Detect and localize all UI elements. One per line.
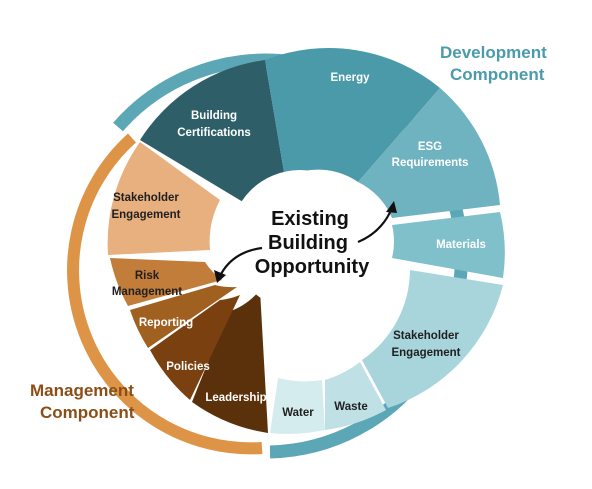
wedge-policies[interactable] (150, 295, 240, 400)
label-stakeholder-dev-line1: Stakeholder (393, 330, 459, 342)
wedge-building-certifications[interactable] (140, 60, 285, 205)
label-energy: Energy (331, 72, 371, 84)
label-leadership: Leadership (205, 392, 266, 404)
wedge-stakeholder-engagement-mgmt[interactable] (107, 142, 220, 255)
label-building-cert-line1: Building (191, 110, 237, 122)
label-building-cert-line2: Certifications (177, 127, 251, 139)
label-esg-line2: Requirements (392, 157, 469, 169)
label-stakeholder-mgmt-line2: Engagement (111, 209, 180, 221)
wedge-leadership[interactable] (192, 290, 268, 433)
label-materials: Materials (436, 239, 486, 251)
development-component-line2: Component (450, 65, 545, 84)
center-title-line1: Existing (271, 208, 349, 230)
arrow-head-management (214, 270, 226, 283)
label-risk-line1: Risk (135, 270, 160, 282)
arrow-to-management (219, 246, 263, 277)
wedge-reporting[interactable] (130, 285, 237, 348)
label-policies: Policies (166, 361, 209, 373)
label-reporting: Reporting (139, 317, 193, 329)
segment-wedges (107, 48, 505, 434)
wedge-esg-requirements[interactable] (358, 88, 500, 218)
development-component-line1: Development (440, 43, 547, 62)
management-component-line1: Management (30, 381, 134, 400)
management-component-line2: Component (40, 403, 135, 422)
label-stakeholder-mgmt-line1: Stakeholder (113, 192, 179, 204)
label-risk-line2: Management (112, 286, 182, 298)
center-title-line2: Building (268, 232, 348, 254)
wedge-stakeholder-engagement-dev[interactable] (362, 270, 503, 408)
label-stakeholder-dev-line2: Engagement (391, 347, 460, 359)
arrow-head-development (386, 201, 397, 213)
center-hub (230, 170, 370, 310)
wedge-risk-management[interactable] (110, 258, 222, 306)
label-esg-line1: ESG (418, 141, 442, 153)
wedge-water[interactable] (270, 378, 325, 434)
wedge-energy[interactable] (265, 48, 440, 183)
label-waste: Waste (334, 401, 367, 413)
center-title-line3: Opportunity (255, 256, 370, 278)
wedge-materials[interactable] (392, 212, 505, 278)
label-water: Water (282, 407, 314, 419)
wedge-waste[interactable] (325, 362, 386, 430)
management-outer-ring (67, 133, 263, 455)
